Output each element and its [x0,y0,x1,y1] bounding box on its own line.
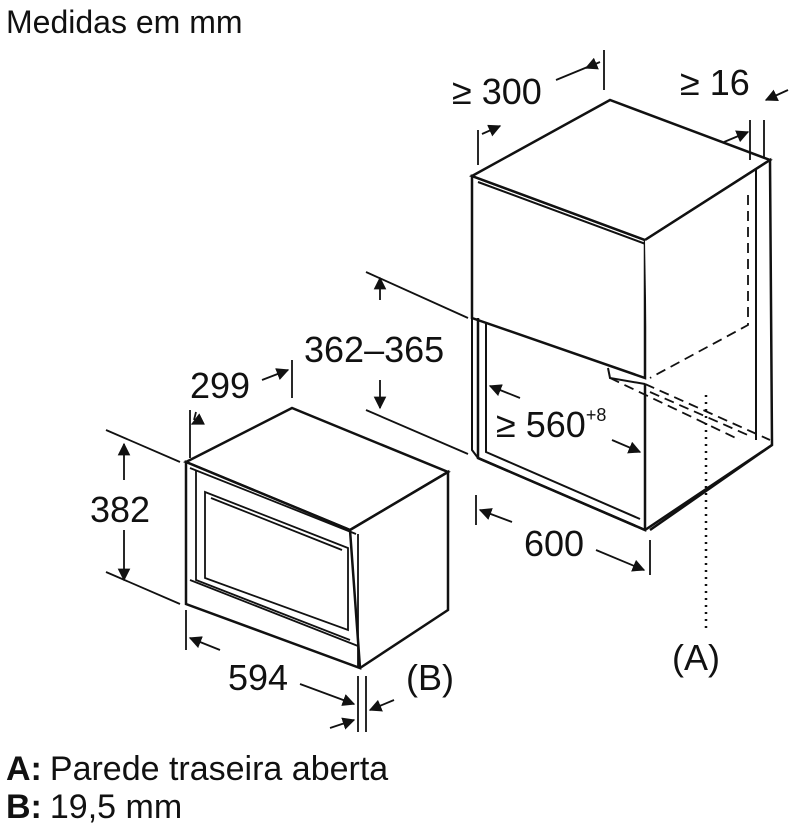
appliance-drawing [183,406,451,670]
cabinet-depth-label: ≥ 300 [452,71,542,112]
cabinet-drawing [469,98,774,632]
legend-key-a: A: [6,750,42,788]
page-title: Medidas em mm [6,4,243,40]
legend-key-b: B: [6,788,42,826]
appliance-height-label: 382 [90,489,150,530]
appliance-dimension-lines [105,360,395,732]
appliance-depth-label: 299 [190,365,250,406]
niche-width-label: ≥ 560+8 [496,404,606,445]
cabinet-width-label: 600 [524,523,584,564]
legend-item-b: B:19,5 mm [6,788,182,826]
cabinet-dimension-lines [365,50,789,575]
legend-text-a: Parede traseira aberta [50,750,388,788]
appliance-width-label: 594 [228,657,288,698]
niche-width-value: ≥ 560 [496,404,586,445]
legend: A:Parede traseira aberta B:19,5 mm [6,750,388,826]
niche-height-label: 362–365 [304,329,444,370]
legend-text-b: 19,5 mm [50,788,182,826]
panel-thickness-label: ≥ 16 [680,62,750,103]
open-back-callout: (A) [672,637,720,678]
niche-width-tolerance: +8 [586,405,607,425]
legend-item-a: A:Parede traseira aberta [6,750,388,788]
front-offset-callout: (B) [406,657,454,698]
